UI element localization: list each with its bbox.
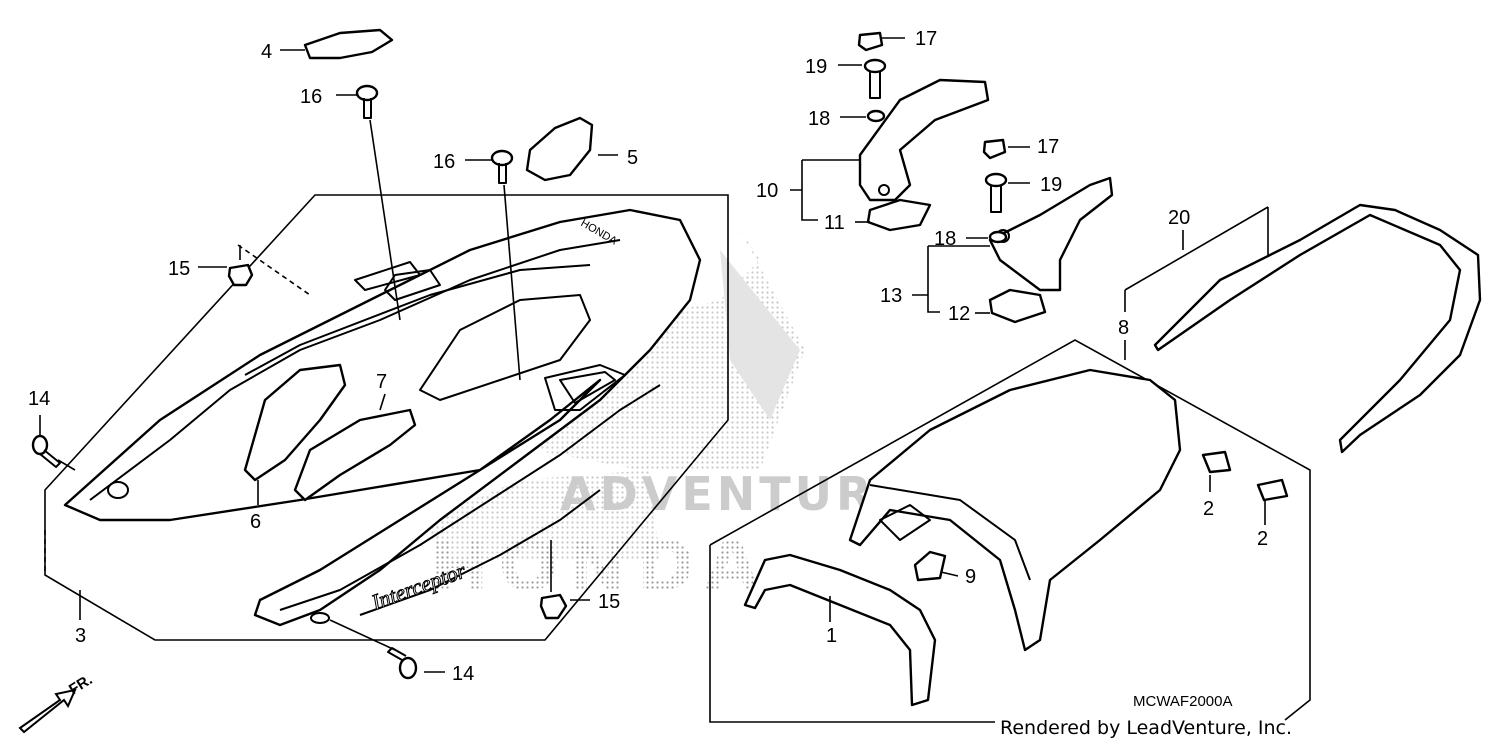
diagram-code: MCWAF2000A: [1133, 693, 1233, 710]
callout-3: 3: [75, 625, 86, 647]
screw-16a[interactable]: [355, 84, 379, 119]
cap-nut-17b[interactable]: [982, 138, 1007, 160]
callout-20: 20: [1168, 207, 1190, 229]
gasket-12[interactable]: [988, 288, 1047, 324]
screw-14b[interactable]: [387, 647, 418, 680]
watermark-brand-text: HONDA: [430, 525, 769, 607]
front-direction-arrow-icon: [18, 688, 77, 734]
leader-lines-right-upper: [790, 37, 1030, 314]
callout-19a: 19: [805, 56, 827, 78]
callout-18b: 18: [934, 228, 956, 250]
leader-lines-left: [39, 49, 618, 673]
screw-16b[interactable]: [490, 149, 514, 184]
trim-1[interactable]: [743, 553, 937, 707]
seat-cowl[interactable]: [848, 368, 1182, 652]
callout-17a: 17: [915, 28, 937, 50]
callout-4: 4: [261, 41, 272, 63]
callout-12: 12: [948, 303, 970, 325]
callout-10: 10: [756, 180, 778, 202]
callout-17b: 17: [1037, 136, 1059, 158]
callout-2a: 2: [1203, 498, 1214, 520]
grommet-15b[interactable]: [539, 593, 568, 620]
callout-16a: 16: [300, 86, 322, 108]
grommet-15a[interactable]: [227, 263, 254, 287]
cap-4[interactable]: [303, 28, 394, 60]
callout-7: 7: [376, 371, 387, 393]
cowl-opening: [419, 294, 591, 401]
callout-18a: 18: [808, 108, 830, 130]
callout-9: 9: [965, 566, 976, 588]
cap-nut-17a[interactable]: [857, 31, 884, 52]
callout-5: 5: [627, 147, 638, 169]
cushion-2b[interactable]: [1256, 478, 1289, 502]
callout-8: 8: [1118, 317, 1129, 339]
callout-15a: 15: [168, 258, 190, 280]
washer-18b[interactable]: [988, 230, 1008, 244]
cushion-2a[interactable]: [1201, 450, 1232, 474]
callout-14b: 14: [452, 663, 474, 685]
washer-18a[interactable]: [866, 109, 886, 123]
gasket-11[interactable]: [866, 198, 932, 232]
bolt-19a[interactable]: [863, 58, 887, 99]
grab-rail-10[interactable]: [858, 78, 990, 202]
cap-5[interactable]: [525, 116, 594, 182]
bolt-19b[interactable]: [984, 172, 1008, 213]
callout-6: 6: [250, 511, 261, 533]
callout-2b: 2: [1257, 528, 1268, 550]
callout-11: 11: [824, 212, 845, 234]
watermark-adventure-text: ADVENTURE: [560, 467, 911, 521]
screw-14a[interactable]: [31, 434, 61, 468]
rendered-by-credit: Rendered by LeadVenture, Inc.: [1000, 717, 1293, 739]
callout-1: 1: [826, 625, 837, 647]
callout-19b: 19: [1040, 174, 1062, 196]
rubber-trim-7[interactable]: [293, 408, 417, 502]
seat-cowl-boundary: [709, 339, 1311, 723]
stripe-20[interactable]: [1153, 203, 1482, 454]
callout-13: 13: [880, 285, 902, 307]
rubber-trim-6[interactable]: [243, 363, 347, 482]
bracket-9[interactable]: [913, 550, 947, 582]
leader-lines-right-lower: [829, 206, 1269, 622]
cowl-assembly-boundary: [44, 194, 729, 641]
callout-14a: 14: [28, 388, 50, 410]
callout-16b: 16: [433, 151, 455, 173]
callout-15b: 15: [598, 591, 620, 613]
